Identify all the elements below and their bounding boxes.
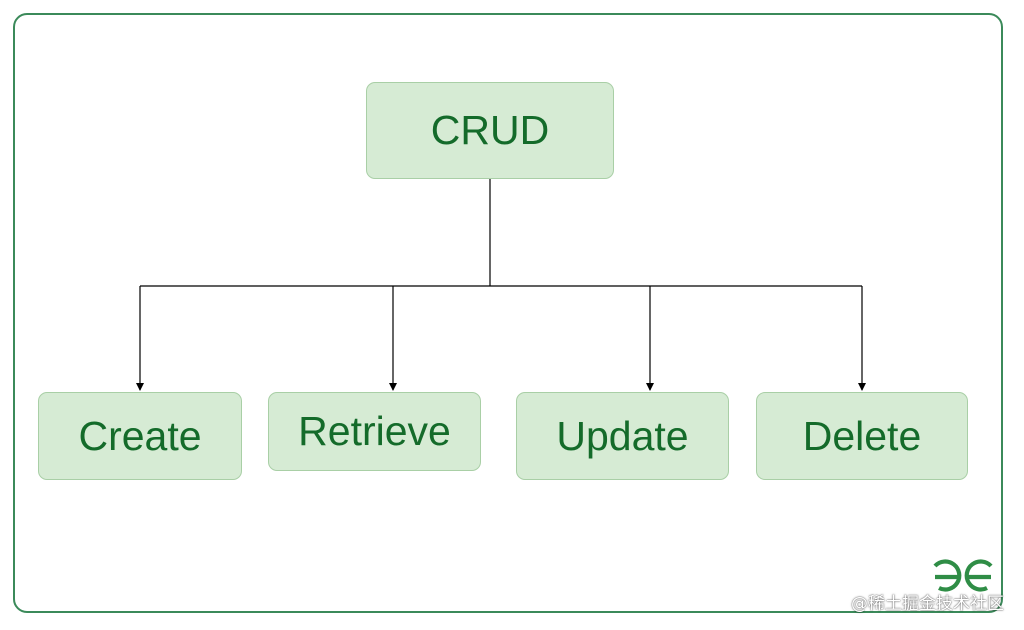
node-update-label: Update bbox=[556, 412, 689, 459]
node-crud-label: CRUD bbox=[430, 107, 550, 153]
node-delete: Delete bbox=[756, 392, 968, 480]
node-delete-label: Delete bbox=[802, 412, 922, 459]
node-create: Create bbox=[38, 392, 242, 480]
watermark-text: @稀土掘金技术社区 bbox=[851, 594, 1004, 614]
node-retrieve-label: Retrieve bbox=[298, 408, 451, 454]
geeksforgeeks-logo-icon bbox=[933, 559, 993, 592]
node-retrieve: Retrieve bbox=[268, 392, 481, 471]
node-update: Update bbox=[516, 392, 729, 480]
node-crud: CRUD bbox=[366, 82, 614, 179]
node-create-label: Create bbox=[78, 412, 202, 459]
